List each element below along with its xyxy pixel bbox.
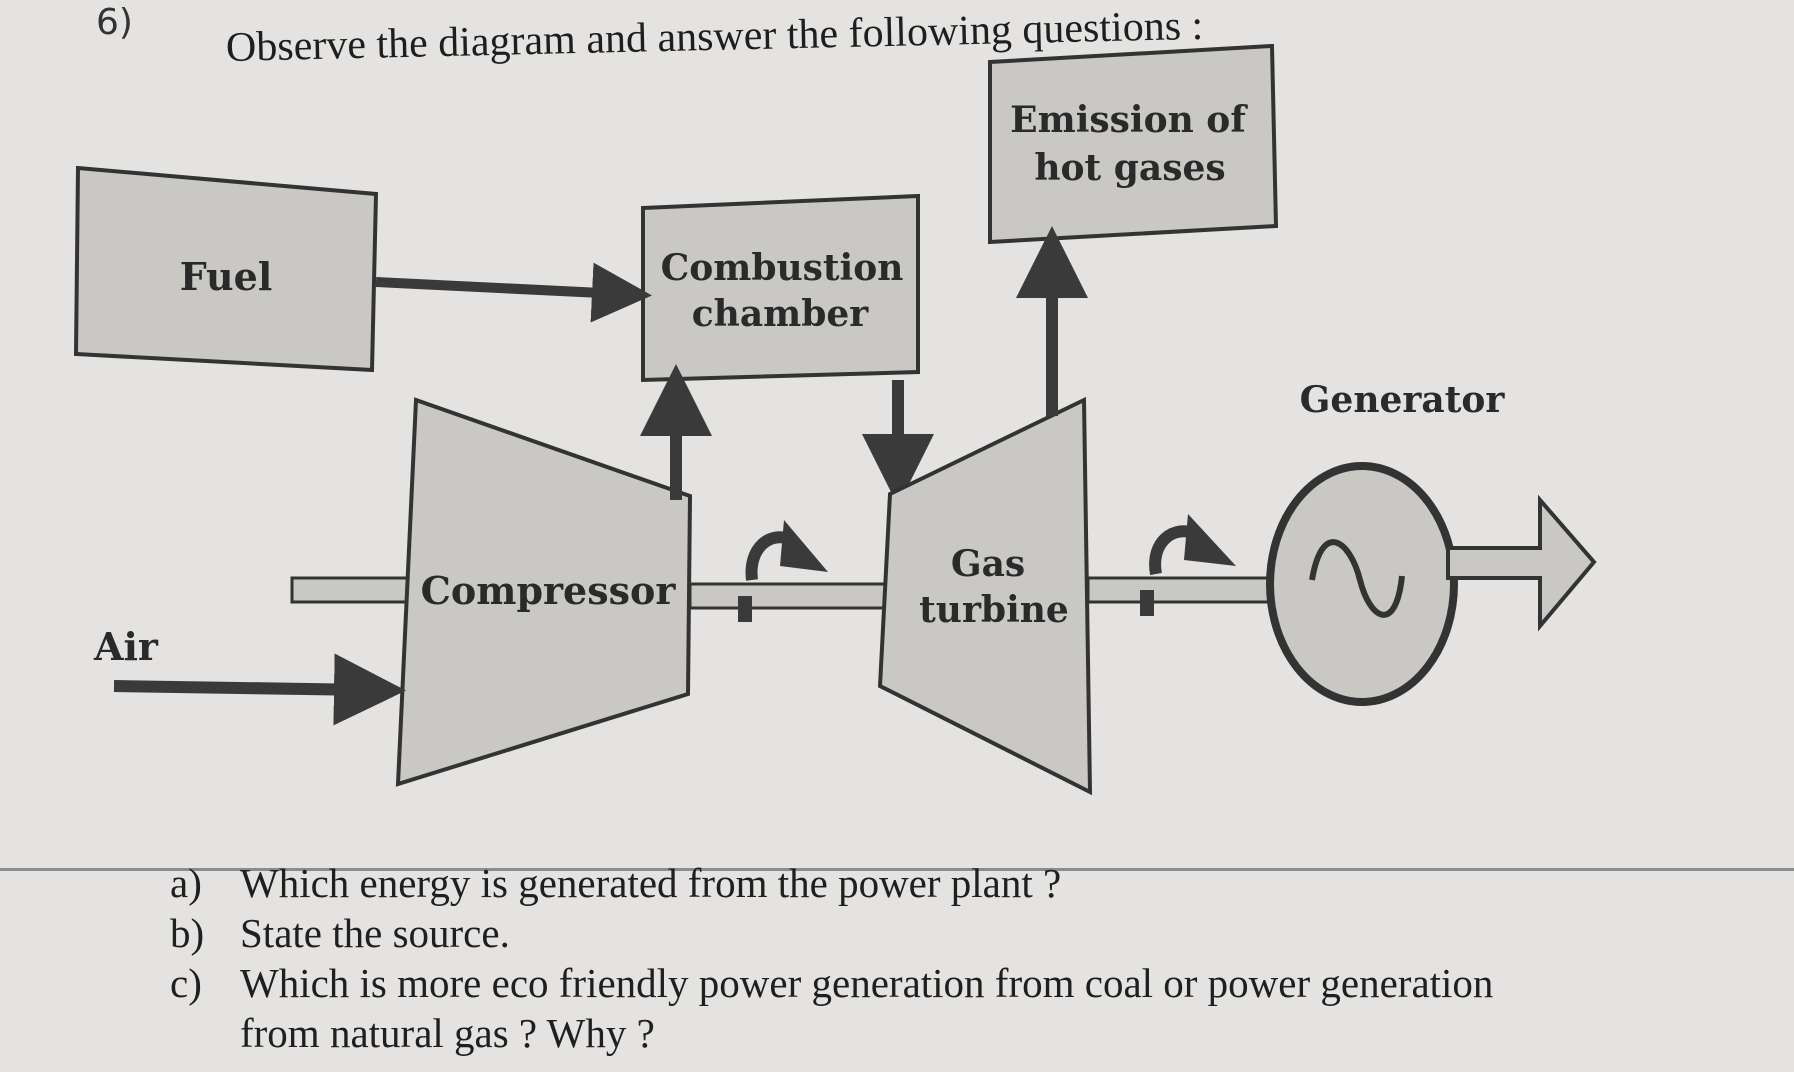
air-label: Air (93, 624, 159, 669)
sub-question-c-continuation: from natural gas ? Why ? (240, 1010, 655, 1056)
rotation-arrow-icon-left (738, 520, 828, 622)
gas-turbine-shape (877, 396, 1093, 796)
combustion-chamber-box (641, 193, 920, 383)
sub-question-key: a) (170, 860, 202, 906)
emission-box (988, 43, 1279, 245)
shaft-output (1086, 576, 1276, 604)
sub-questions: a) Which energy is generated from the po… (170, 858, 1760, 1058)
sub-question-text: Which is more eco friendly power generat… (240, 960, 1494, 1006)
generator-label: Generator (1300, 379, 1506, 421)
fuel-label: Fuel (180, 254, 273, 299)
sub-question-key: b) (170, 910, 205, 956)
divider-line (0, 868, 1794, 871)
emission-label-line2: hot gases (1034, 147, 1225, 189)
fuel-box (73, 165, 379, 373)
sub-question-text: State the source. (240, 910, 510, 956)
sub-question-c: c) Which is more eco friendly power gene… (170, 958, 1760, 1008)
gas-turbine-label-line2: turbine (919, 589, 1069, 631)
emission-label-line1: Emission of (1010, 99, 1248, 141)
shaft-middle (688, 582, 892, 610)
question-number: 6) (96, 2, 133, 43)
alternating-current-icon (1309, 539, 1405, 618)
sub-question-b: b) State the source. (170, 908, 1760, 958)
rotation-arrow-icon-right (1140, 514, 1236, 616)
shaft-input (290, 576, 418, 604)
gas-turbine-label-line1: Gas (951, 543, 1025, 585)
sub-question-key: c) (170, 960, 202, 1006)
air-input-arrow (113, 653, 406, 726)
combustion-chamber-label-line2: chamber (692, 293, 870, 335)
power-output-arrow-icon (1446, 494, 1597, 632)
combustion-chamber-label-line1: Combustion (661, 247, 904, 289)
sub-question-text: Which energy is generated from the power… (240, 860, 1062, 906)
compressor-label: Compressor (421, 568, 677, 613)
fuel-to-combustion-arrow (375, 262, 652, 323)
sub-question-a: a) Which energy is generated from the po… (170, 858, 1760, 908)
